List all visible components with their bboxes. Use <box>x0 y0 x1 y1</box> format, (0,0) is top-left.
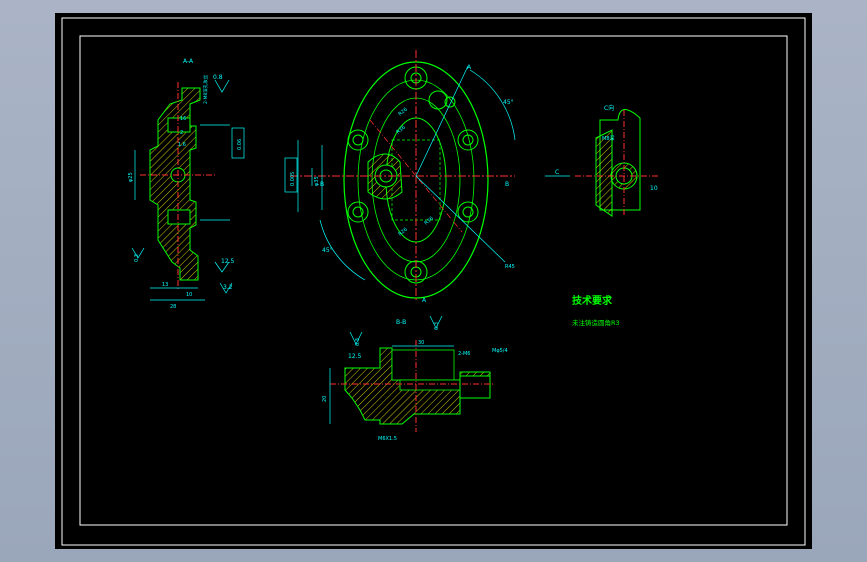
inner-frame <box>79 35 788 526</box>
view-c-dim: 10 <box>650 185 658 192</box>
main-tol-box: 0.005 <box>290 172 296 186</box>
section-aa-vertical-dim: φ25 <box>128 172 134 182</box>
section-b-b-view: B-B 30 2-M6 Mφ5/4 6.3 12.5 6.3 20 M6X1.5 <box>322 315 508 442</box>
tech-req-title: 技术要求 <box>572 294 613 307</box>
section-bb-tap: Mφ5/4 <box>492 348 508 354</box>
main-label-a-top: A <box>467 64 472 71</box>
section-bb-roughness-c: 6.3 <box>434 322 440 330</box>
main-left-dim: φ35 <box>314 176 320 186</box>
view-c: C向 C M8深 10 <box>545 104 660 217</box>
section-aa-dim-28: 28 <box>170 304 176 310</box>
section-aa-roughness-mid: 12.5 <box>221 258 235 265</box>
section-a-a-view: A-A 2-M8深孔攻丝 0.8 16 2 1.6 0.06 28 13 10 … <box>128 58 245 310</box>
section-aa-label: A-A <box>183 58 194 65</box>
section-bb-dim-30: 30 <box>418 340 424 346</box>
main-front-view: A A B B 45° 45° R45 0.005 φ35 R26 R36 R2… <box>284 50 516 304</box>
section-bb-roughness-b: 12.5 <box>348 353 362 360</box>
main-angle-top: 45° <box>503 99 514 106</box>
section-aa-tol-box: 0.06 <box>237 139 243 150</box>
section-bb-thread: 2-M6 <box>458 351 470 357</box>
view-c-hatched <box>595 129 613 217</box>
tech-req-line-1: 未注铸造圆角R3 <box>572 318 620 327</box>
section-bb-bottom-dim: M6X1.5 <box>378 436 397 442</box>
section-aa-surface-note: 2-M8深孔攻丝 <box>202 74 209 104</box>
section-aa-dim-16: 16 <box>180 116 186 122</box>
section-bb-label: B-B <box>396 319 406 326</box>
section-aa-dim-10: 10 <box>186 292 192 298</box>
main-r-label-3: R26 <box>397 227 408 238</box>
section-aa-dim-2: 2 <box>180 130 183 136</box>
technical-requirements: 技术要求 未注铸造圆角R3 <box>572 294 620 327</box>
view-c-arrow-label: C <box>555 169 559 176</box>
section-bb-height: 20 <box>322 396 328 402</box>
main-r-label-2: R36 <box>395 125 406 136</box>
main-angle-bottom: 45° <box>322 247 333 254</box>
section-aa-roughness-top: 0.8 <box>213 74 223 81</box>
main-label-a-bottom: A <box>422 297 427 304</box>
section-aa-dim-1-6: 1.6 <box>178 142 186 148</box>
outer-frame <box>61 17 806 546</box>
view-c-note: M8深 <box>602 135 615 142</box>
drawing-sheet <box>55 13 812 549</box>
section-aa-roughness-low: 3.2 <box>223 284 233 291</box>
section-aa-dim-13: 13 <box>162 282 168 288</box>
main-r-label-4: R36 <box>423 216 434 227</box>
main-label-b-right: B <box>505 181 509 188</box>
main-radius: R45 <box>505 264 515 270</box>
section-aa-side-dim: 0.3 <box>134 254 140 262</box>
main-label-b-left: B <box>320 181 324 188</box>
view-c-label: C向 <box>604 104 614 112</box>
section-bb-roughness-a: 6.3 <box>355 338 361 346</box>
main-r-label-1: R26 <box>397 107 408 118</box>
section-aa-hatched-body <box>149 87 201 281</box>
